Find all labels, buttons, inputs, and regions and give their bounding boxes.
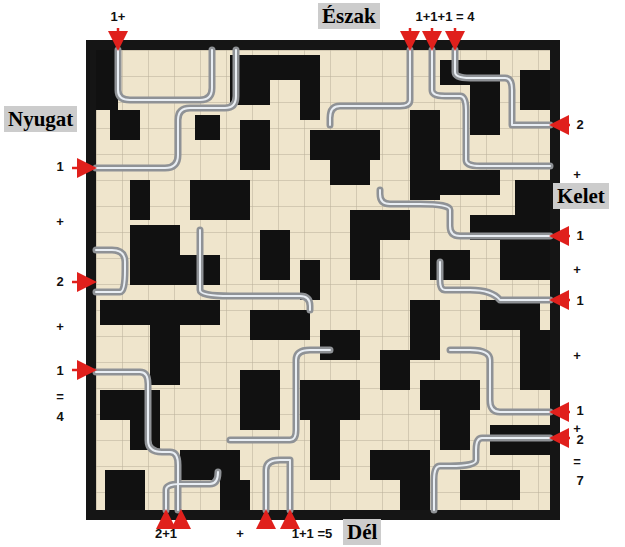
- count-label: 2: [56, 275, 63, 289]
- count-label: 2: [576, 433, 583, 447]
- count-label: 7: [576, 474, 583, 488]
- count-label: +: [573, 349, 581, 363]
- count-label: =: [56, 390, 64, 404]
- count-label: 1: [576, 229, 583, 243]
- count-label: 1: [56, 160, 63, 174]
- count-label: +: [573, 168, 581, 182]
- count-label: +: [573, 263, 581, 277]
- count-label: 2: [576, 118, 583, 132]
- count-label: +: [236, 527, 244, 541]
- count-label: 1+1 =5: [292, 527, 333, 541]
- direction-label-box: Dél: [343, 519, 381, 545]
- direction-name: Észak: [322, 4, 376, 28]
- count-label: 1+: [111, 10, 126, 24]
- direction-label-box: Észak: [318, 3, 380, 29]
- direction-name: Dél: [347, 520, 377, 544]
- direction-name: Kelet: [557, 184, 605, 208]
- entry-arrows: [72, 28, 570, 522]
- direction-name: Nyugat: [8, 107, 73, 131]
- count-label: 1+1+1 = 4: [416, 10, 475, 24]
- count-label: =: [573, 455, 581, 469]
- count-label: 2+1: [155, 527, 177, 541]
- direction-label-box: Kelet: [553, 183, 609, 209]
- direction-label-box: Nyugat: [4, 106, 77, 132]
- count-label: +: [56, 215, 64, 229]
- count-label: 1: [56, 364, 63, 378]
- count-label: +: [56, 320, 64, 334]
- count-label: 1: [576, 294, 583, 308]
- count-label: 1: [576, 404, 583, 418]
- count-label: 4: [56, 410, 63, 424]
